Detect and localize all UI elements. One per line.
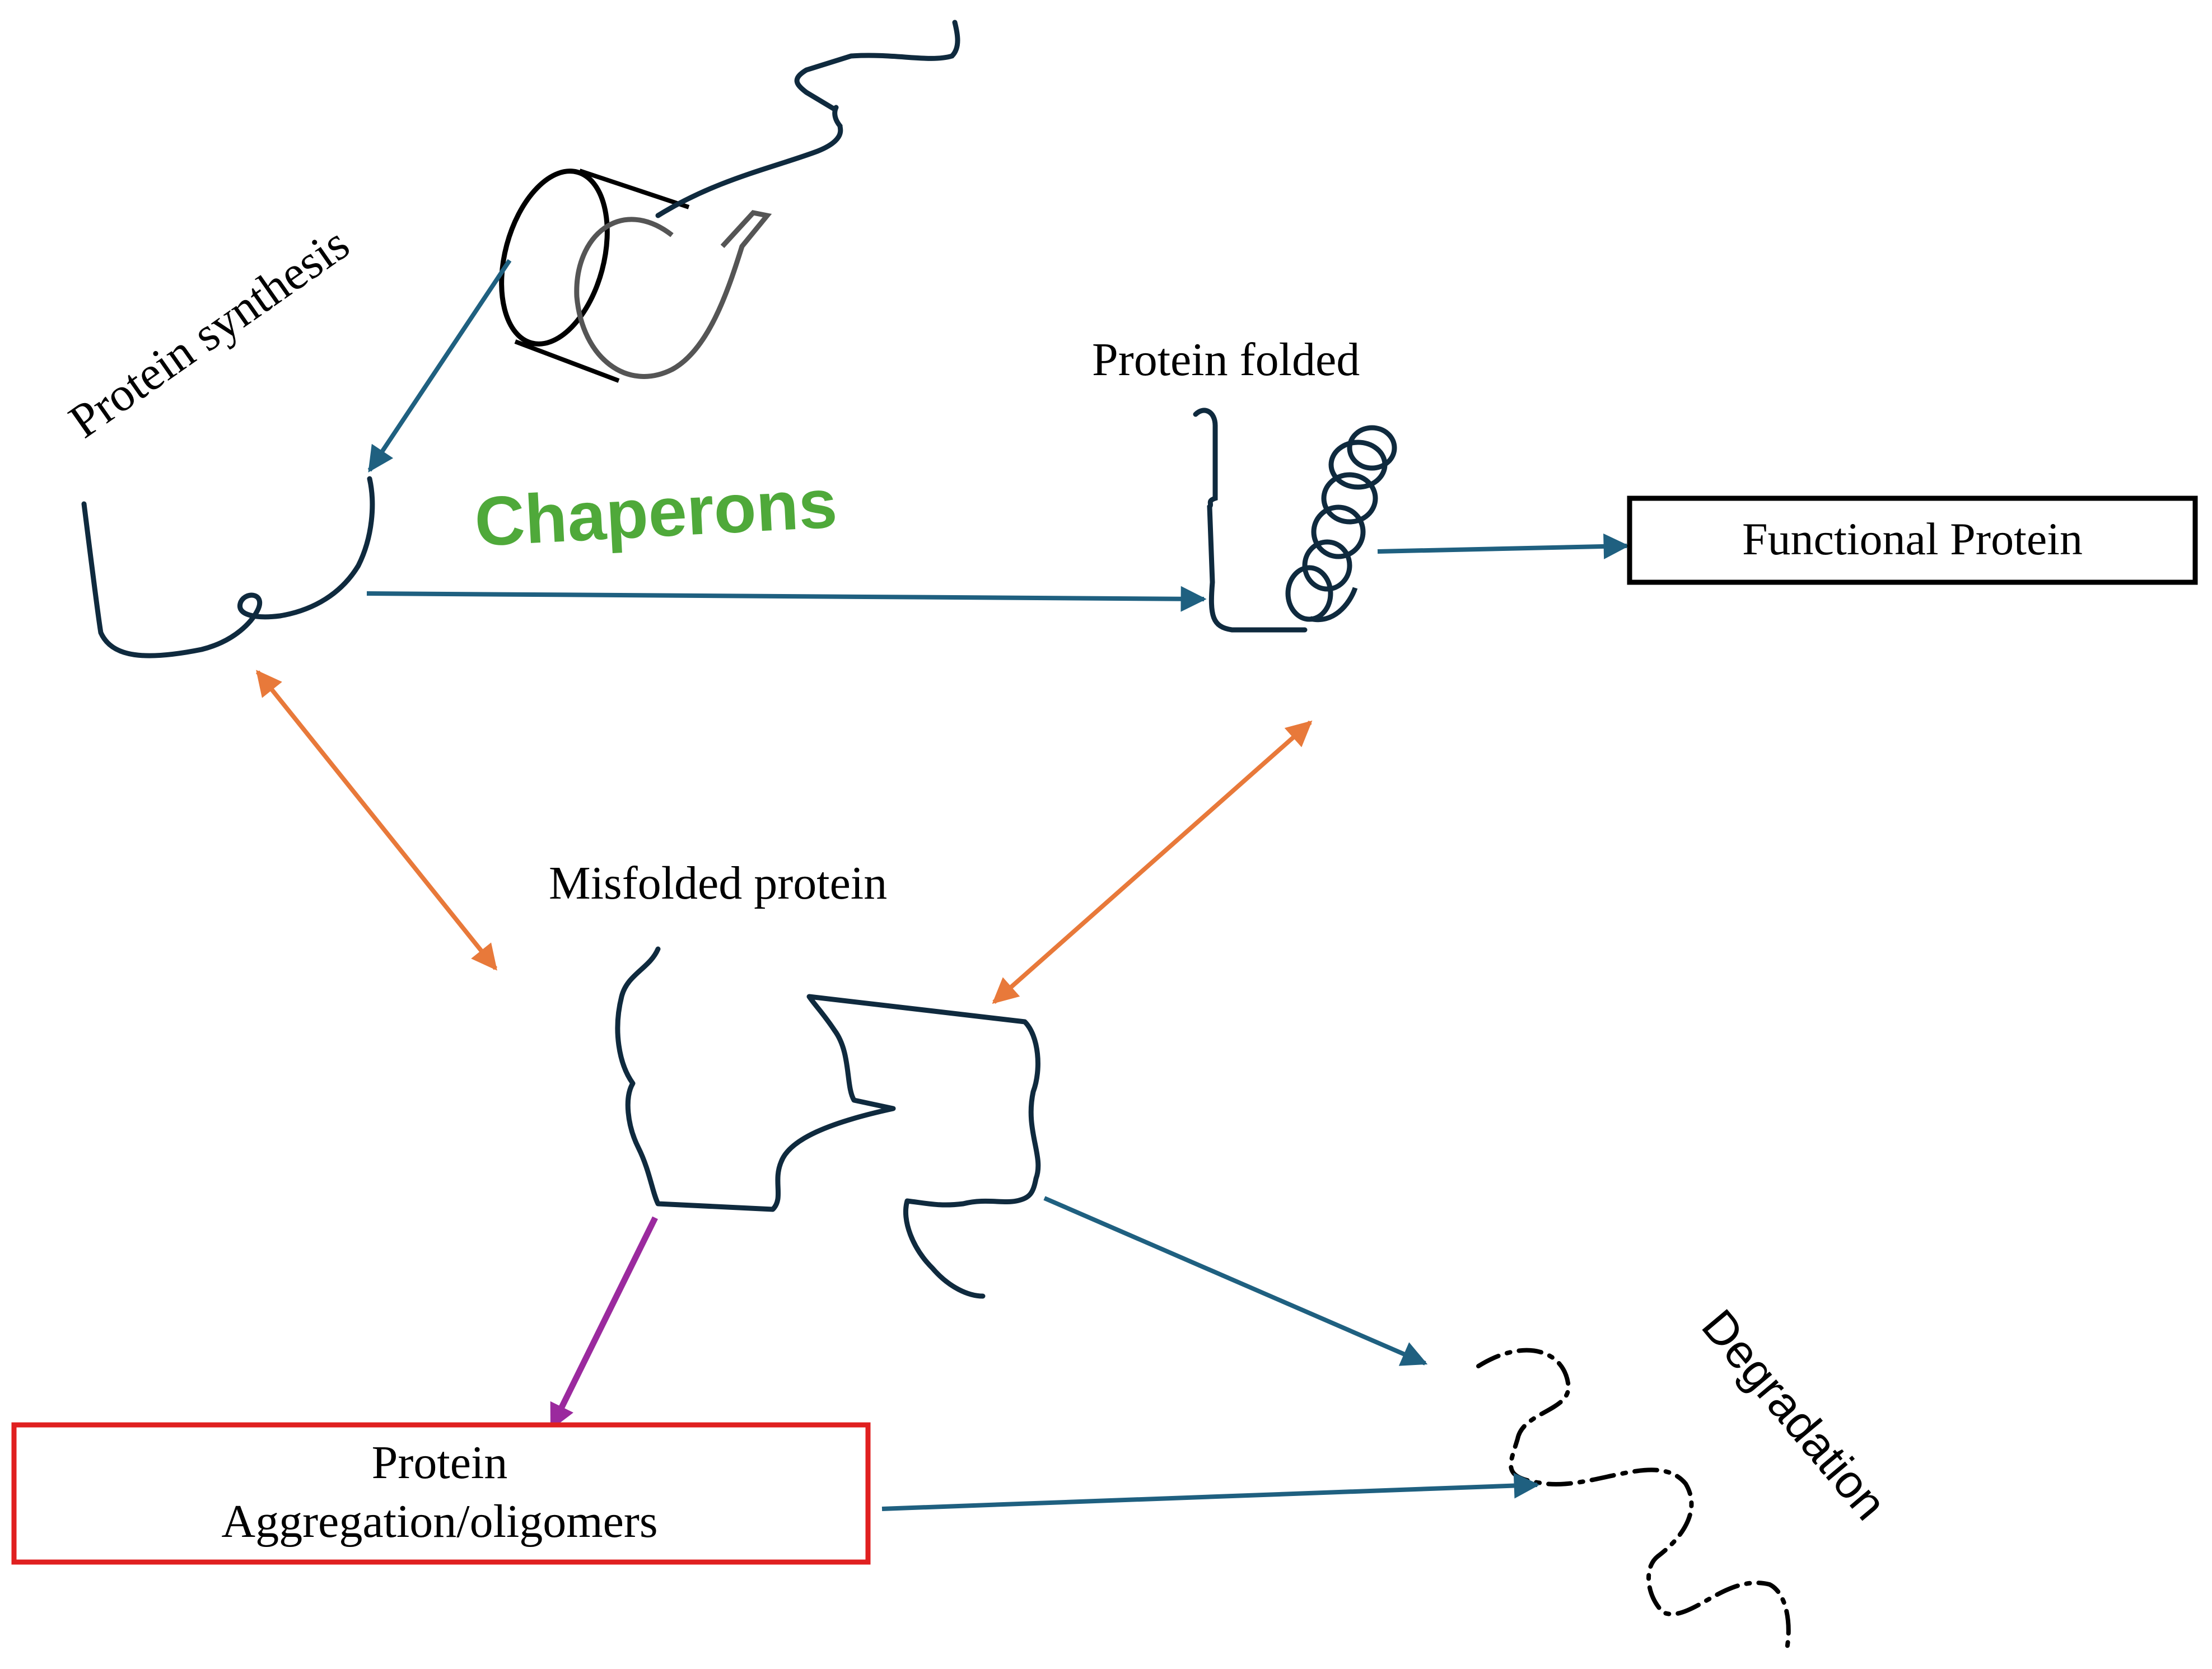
arrow-ribosome-to-chain bbox=[367, 259, 512, 473]
arrow-unfolded-misfolded bbox=[255, 670, 498, 971]
functional-protein-box bbox=[1627, 495, 2198, 585]
label-chaperons: Chaperons bbox=[473, 465, 839, 561]
degradation-chain bbox=[1476, 1348, 1791, 1654]
ribosome-icon bbox=[499, 169, 772, 383]
arrow-chain-to-folded bbox=[366, 586, 1207, 612]
label-protein-folded: Protein folded bbox=[1092, 334, 1360, 386]
label-protein-synthesis: Protein synthesis bbox=[59, 216, 359, 448]
label-misfolded-protein: Misfolded protein bbox=[549, 857, 887, 909]
label-degradation: Degradation bbox=[1692, 1299, 1897, 1530]
label-aggregation-line2: Aggregation/oligomers bbox=[221, 1495, 657, 1548]
unfolded-chain bbox=[81, 476, 375, 658]
arrow-folded-misfolded bbox=[992, 720, 1313, 1004]
nascent-chain bbox=[655, 20, 960, 218]
label-aggregation-line1: Protein bbox=[372, 1437, 508, 1489]
folded-protein-icon bbox=[1193, 408, 1397, 633]
arrow-aggregation-to-degradation bbox=[881, 1472, 1540, 1511]
label-functional-protein: Functional Protein bbox=[1742, 513, 2083, 564]
aggregation-box bbox=[11, 1422, 871, 1565]
arrow-folded-to-functional bbox=[1377, 533, 1630, 559]
arrow-misfolded-to-degradation bbox=[1043, 1196, 1428, 1366]
arrow-misfolded-to-aggregation bbox=[549, 1216, 658, 1430]
misfolded-protein-icon bbox=[615, 946, 1041, 1299]
